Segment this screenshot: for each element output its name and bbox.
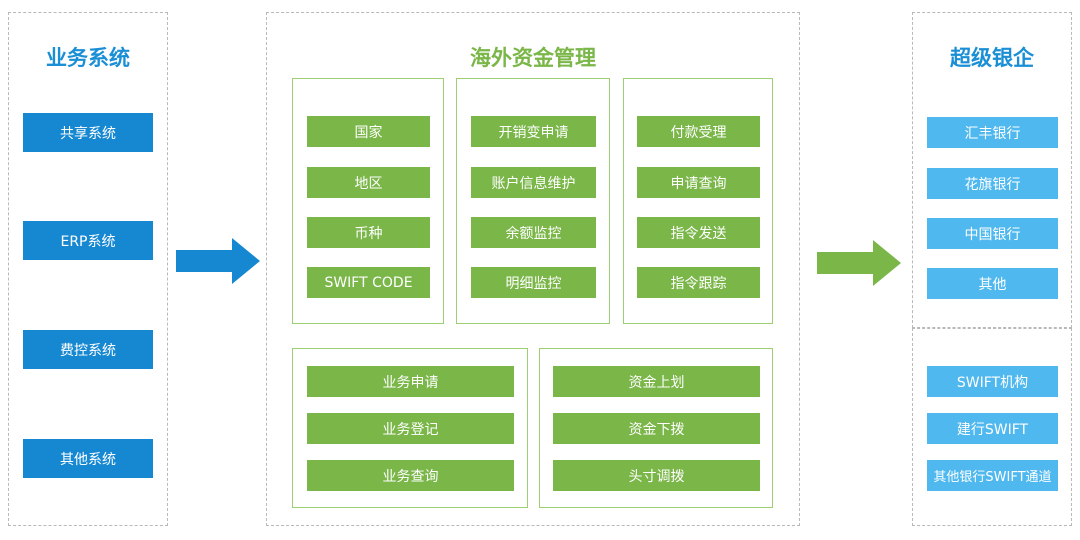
group-basic-info xyxy=(292,78,444,324)
item-fund-up: 资金上划 xyxy=(553,366,760,397)
item-balance-monitor: 余额监控 xyxy=(471,217,596,248)
group-accounts xyxy=(456,78,610,324)
arrow-right-blue xyxy=(176,238,260,284)
item-business-apply: 业务申请 xyxy=(307,366,514,397)
item-account-change: 开销变申请 xyxy=(471,116,596,147)
business-systems-panel xyxy=(8,12,168,526)
item-account-maintenance: 账户信息维护 xyxy=(471,167,596,198)
item-position-transfer: 头寸调拨 xyxy=(553,460,760,491)
business-item-shared: 共享系统 xyxy=(23,113,153,152)
item-detail-monitor: 明细监控 xyxy=(471,267,596,298)
swift-panel xyxy=(912,328,1072,526)
swift-other-channel: 其他银行SWIFT通道 xyxy=(927,460,1058,491)
super-bank-panel xyxy=(912,12,1072,328)
group-payments xyxy=(623,78,773,324)
business-item-other: 其他系统 xyxy=(23,439,153,478)
item-business-register: 业务登记 xyxy=(307,413,514,444)
item-region: 地区 xyxy=(307,167,430,198)
item-business-query: 业务查询 xyxy=(307,460,514,491)
item-currency: 币种 xyxy=(307,217,430,248)
item-request-query: 申请查询 xyxy=(637,167,760,198)
bank-boc: 中国银行 xyxy=(927,218,1058,249)
business-systems-title: 业务系统 xyxy=(46,46,130,70)
item-fund-down: 资金下拨 xyxy=(553,413,760,444)
business-item-erp: ERP系统 xyxy=(23,221,153,260)
bank-hsbc: 汇丰银行 xyxy=(927,117,1058,148)
business-item-expense: 费控系统 xyxy=(23,330,153,369)
super-bank-title: 超级银企 xyxy=(950,46,1034,70)
item-swift-code: SWIFT CODE xyxy=(307,267,430,298)
swift-org: SWIFT机构 xyxy=(927,366,1058,397)
bank-citi: 花旗银行 xyxy=(927,168,1058,199)
bank-other: 其他 xyxy=(927,268,1058,299)
overseas-fund-title: 海外资金管理 xyxy=(470,46,596,70)
swift-ccb: 建行SWIFT xyxy=(927,413,1058,444)
item-country: 国家 xyxy=(307,116,430,147)
arrow-right-green xyxy=(817,240,901,286)
item-instruction-send: 指令发送 xyxy=(637,217,760,248)
group-business xyxy=(292,348,528,508)
item-instruction-track: 指令跟踪 xyxy=(637,267,760,298)
item-payment-accept: 付款受理 xyxy=(637,116,760,147)
overseas-fund-panel xyxy=(266,12,800,526)
group-funds xyxy=(539,348,773,508)
